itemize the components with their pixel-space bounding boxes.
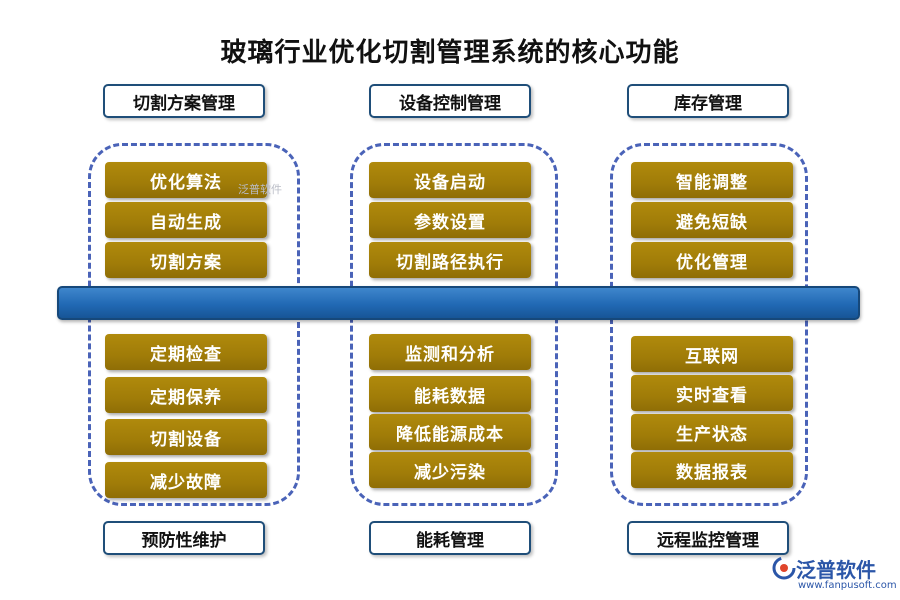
item-cutting-equipment: 切割设备 <box>105 419 267 455</box>
logo-name: 泛普软件 <box>796 558 876 582</box>
item-optimization-algorithm: 优化算法 <box>105 162 267 198</box>
group-column-1 <box>88 143 300 506</box>
item-realtime-view: 实时查看 <box>631 375 793 411</box>
label-equipment-control-management: 设备控制管理 <box>369 84 531 118</box>
item-auto-generate: 自动生成 <box>105 202 267 238</box>
label-energy-management: 能耗管理 <box>369 521 531 555</box>
item-periodic-maintenance: 定期保养 <box>105 377 267 413</box>
label-inventory-management: 库存管理 <box>627 84 789 118</box>
item-data-report: 数据报表 <box>631 452 793 488</box>
item-equipment-start: 设备启动 <box>369 162 531 198</box>
item-energy-data: 能耗数据 <box>369 376 531 412</box>
item-periodic-inspection: 定期检查 <box>105 334 267 370</box>
logo-url: www.fanpusoft.com <box>798 580 897 591</box>
logo-swirl-icon <box>772 556 796 580</box>
label-cutting-plan-management: 切割方案管理 <box>103 84 265 118</box>
item-reduce-energy-cost: 降低能源成本 <box>369 414 531 450</box>
item-parameter-setting: 参数设置 <box>369 202 531 238</box>
item-reduce-pollution: 减少污染 <box>369 452 531 488</box>
label-remote-monitoring-management: 远程监控管理 <box>627 521 789 555</box>
label-preventive-maintenance: 预防性维护 <box>103 521 265 555</box>
item-smart-adjustment: 智能调整 <box>631 162 793 198</box>
item-optimize-management: 优化管理 <box>631 242 793 278</box>
item-internet: 互联网 <box>631 336 793 372</box>
group-column-2 <box>350 143 558 506</box>
item-cutting-path-execution: 切割路径执行 <box>369 242 531 278</box>
item-reduce-failures: 减少故障 <box>105 462 267 498</box>
fanpu-logo: 泛普软件 www.fanpusoft.com <box>768 552 897 596</box>
item-avoid-shortage: 避免短缺 <box>631 202 793 238</box>
item-monitoring-analysis: 监测和分析 <box>369 334 531 370</box>
item-production-status: 生产状态 <box>631 414 793 450</box>
diagram-title: 玻璃行业优化切割管理系统的核心功能 <box>220 38 680 68</box>
watermark-text: 泛普软件 <box>238 183 282 196</box>
item-cutting-plan: 切割方案 <box>105 242 267 278</box>
horizontal-band <box>57 286 860 320</box>
group-column-3 <box>610 143 808 506</box>
